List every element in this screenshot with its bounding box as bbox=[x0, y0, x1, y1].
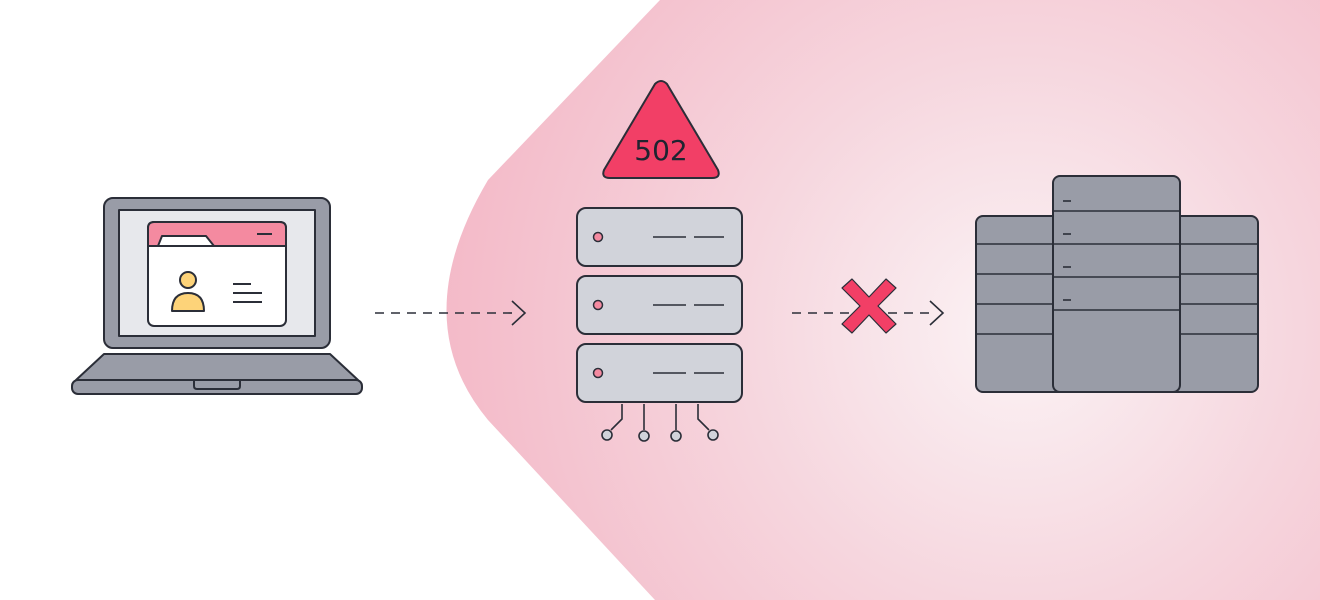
proxy-server-icon bbox=[576, 207, 743, 442]
warning-triangle-icon: 502 bbox=[602, 80, 720, 179]
server-unit bbox=[576, 275, 743, 335]
network-connectors bbox=[601, 404, 719, 442]
server-unit bbox=[576, 343, 743, 403]
cross-icon bbox=[841, 278, 897, 334]
server-unit bbox=[576, 207, 743, 267]
error-code-label: 502 bbox=[634, 134, 687, 167]
request-arrow bbox=[375, 300, 527, 326]
user-icon bbox=[171, 271, 205, 312]
upstream-server-icon bbox=[975, 175, 1259, 393]
browser-window-icon bbox=[147, 221, 287, 327]
laptop-icon bbox=[71, 197, 363, 395]
